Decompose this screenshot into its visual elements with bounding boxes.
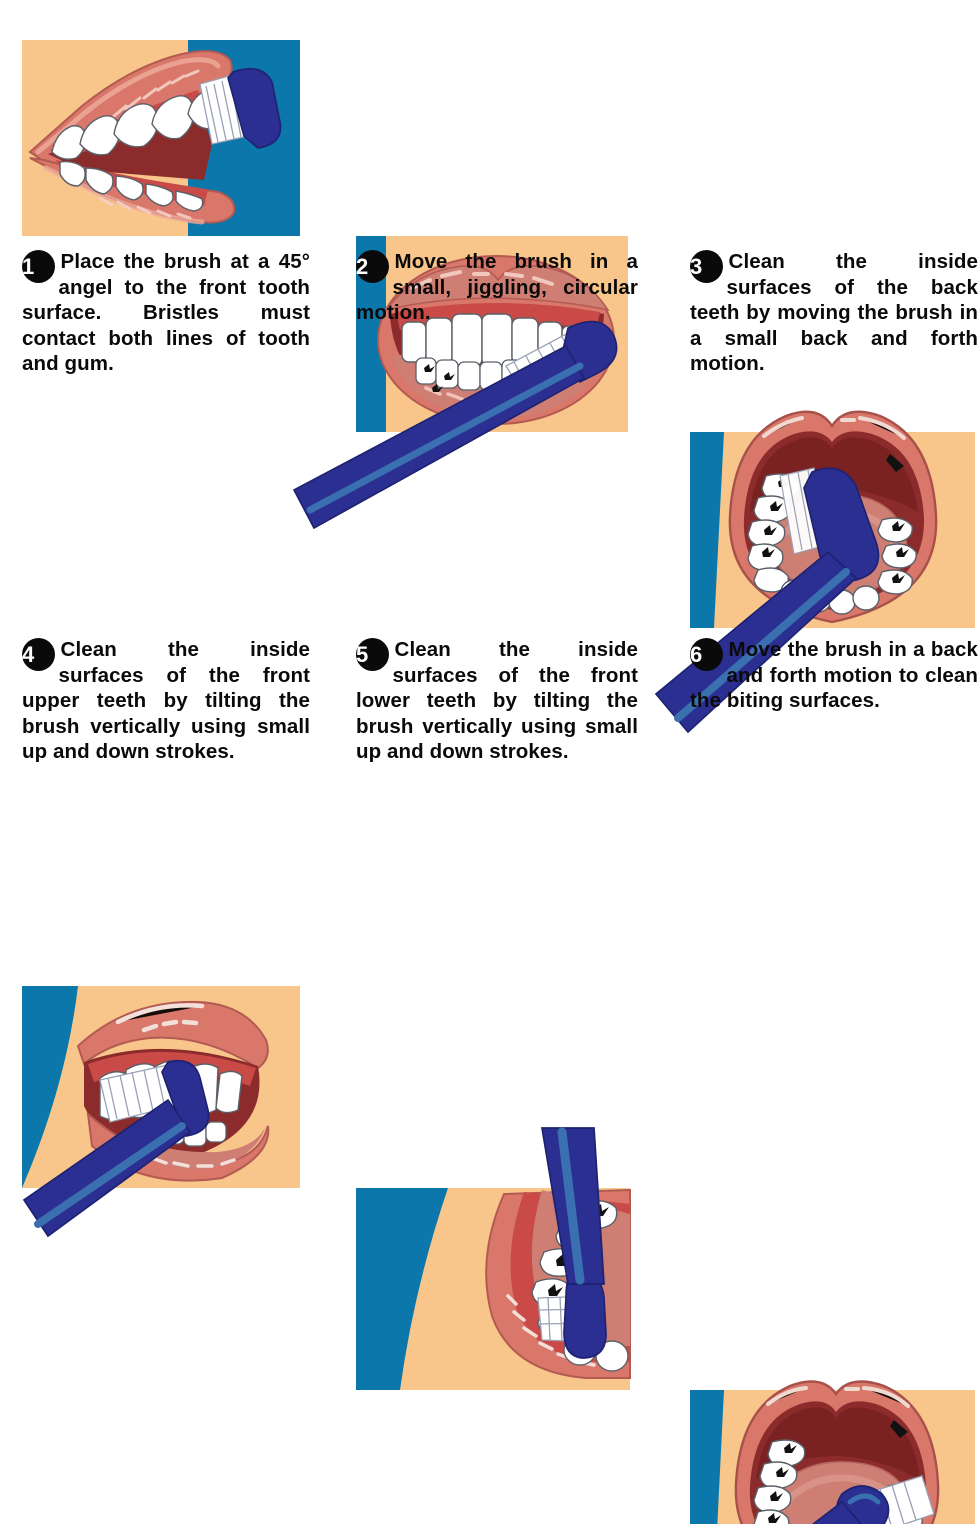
step-3-figure	[654, 410, 975, 734]
step-2-figure	[292, 236, 628, 530]
step-2-text: Move the brush in a small, jiggling, cir…	[356, 250, 638, 324]
step-4-text: Clean the inside surfaces of the front u…	[22, 638, 310, 763]
step-6-figure	[690, 1380, 975, 1524]
step-number-badge-6: 6	[690, 638, 723, 671]
step-3-text: Clean the inside surfaces of the back te…	[690, 250, 978, 375]
step-number-badge-1: 1	[22, 250, 55, 283]
step-4-figure	[22, 986, 300, 1238]
molar-marks	[424, 364, 455, 392]
step-1-text: Place the brush at a 45° angel to the fr…	[22, 250, 310, 375]
step-number-badge-2: 2	[356, 250, 389, 283]
step-number-badge-5: 5	[356, 638, 389, 671]
step-5-text: Clean the inside surfaces of the front l…	[356, 638, 638, 763]
step-number-badge-4: 4	[22, 638, 55, 671]
step-5-figure	[356, 1127, 631, 1390]
step-1-figure	[22, 40, 300, 236]
step-number-badge-3: 3	[690, 250, 723, 283]
step-6-text: Move the brush in a back and forth motio…	[690, 638, 978, 712]
